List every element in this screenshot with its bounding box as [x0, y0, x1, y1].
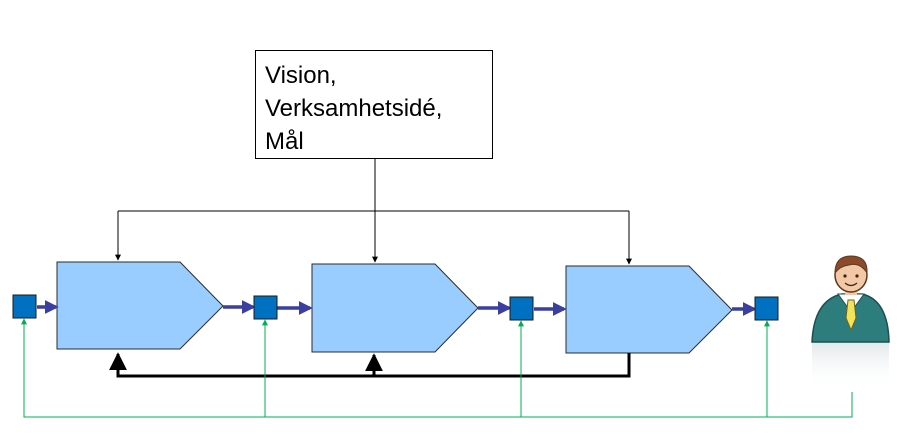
- process-step-1: [56, 261, 224, 350]
- vision-connectors: [115, 159, 632, 265]
- customer-feedback-lines: [21, 318, 853, 418]
- process-step-3: [565, 265, 733, 354]
- end-node: [754, 296, 779, 321]
- flow-arrows: [37, 300, 757, 316]
- vision-line-2: Verksamhetsidé,: [265, 95, 443, 122]
- vision-line-3: Mål: [265, 128, 304, 155]
- node-3: [509, 296, 534, 321]
- process-step-2: [311, 263, 479, 353]
- vision-box: Vision, Verksamhetsidé, Mål: [255, 50, 493, 159]
- feedback-lines: [109, 352, 631, 378]
- customer-person-icon: [811, 255, 890, 390]
- node-2: [253, 295, 278, 320]
- start-node: [12, 294, 37, 319]
- vision-line-1: Vision,: [265, 62, 337, 89]
